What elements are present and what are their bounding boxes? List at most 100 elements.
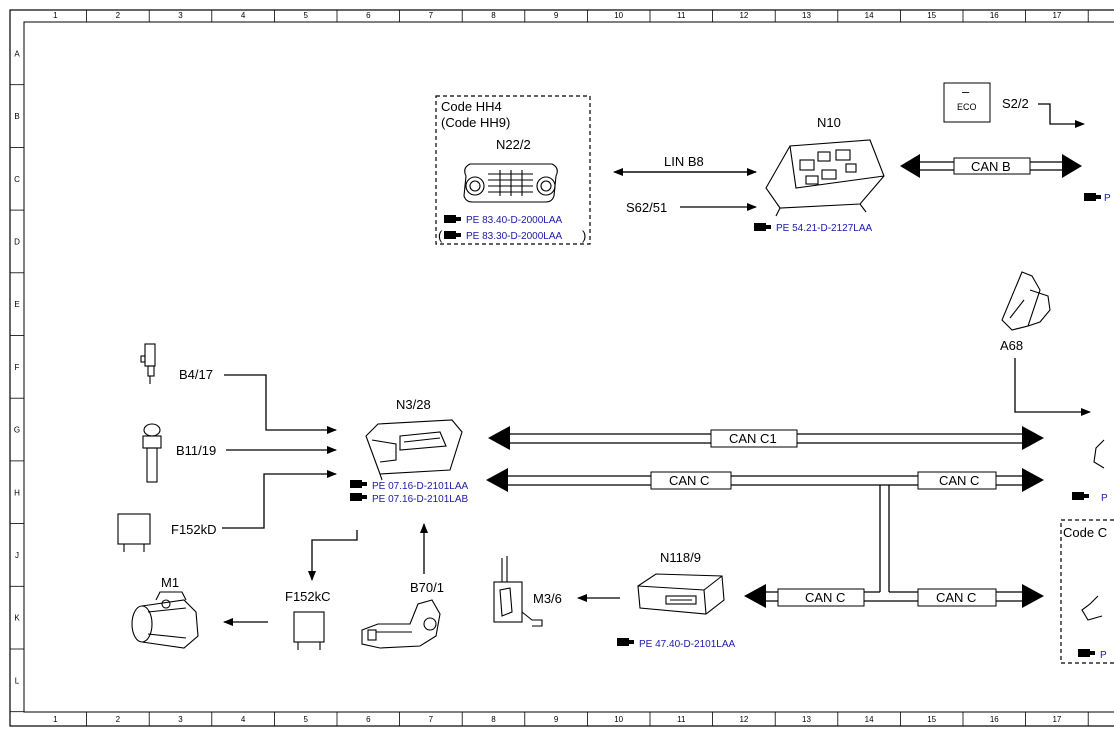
a68-label: A68 (1000, 338, 1023, 353)
column-label: 5 (303, 11, 308, 20)
column-label: 2 (116, 715, 121, 724)
row-label: K (14, 614, 20, 623)
partial-unit-icon (1093, 439, 1105, 469)
partial-module-icon (1081, 595, 1103, 621)
column-label: 9 (554, 715, 559, 724)
row-label: A (14, 49, 20, 58)
eco-label: ECO (957, 102, 977, 112)
column-label: 4 (241, 715, 246, 724)
row-label: C (14, 175, 20, 184)
a68-arrow (1014, 358, 1091, 416)
book-icon (444, 215, 461, 223)
relay-icon (293, 611, 325, 650)
ref-pe-07-16-a[interactable]: PE 07.16-D-2101LAA (372, 481, 469, 492)
n118-9-label: N118/9 (660, 550, 701, 565)
f152kd-arrow (222, 470, 337, 529)
row-label: H (14, 488, 20, 497)
ref-right-k[interactable]: P (1100, 650, 1107, 661)
can-c-bottom-label: CAN C (805, 590, 845, 605)
column-label: 15 (927, 715, 936, 724)
code-right-label: Code C (1063, 525, 1107, 540)
row-label: J (15, 551, 19, 560)
crankshaft-sensor-icon (361, 599, 441, 649)
column-label: 12 (739, 715, 748, 724)
b11-19-label: B11/19 (176, 443, 216, 458)
engine-control-unit-icon (365, 419, 463, 481)
code-hh4-label: Code HH4 (441, 99, 502, 114)
column-label: 2 (116, 11, 121, 20)
column-label: 15 (927, 11, 936, 20)
paren-close: ) (582, 228, 586, 243)
column-label: 12 (739, 11, 748, 20)
ref-right-c[interactable]: P (1104, 193, 1111, 204)
f152kd-label: F152kD (171, 522, 217, 537)
column-label: 6 (366, 715, 371, 724)
book-icon (350, 480, 367, 488)
s2-2-arrow (1038, 103, 1085, 128)
column-label: 9 (554, 11, 559, 20)
book-icon (444, 231, 461, 239)
column-label: 4 (241, 11, 246, 20)
s62-51-label: S62/51 (626, 200, 667, 215)
can-c-bottom-bus (744, 584, 1044, 608)
row-label: E (14, 300, 19, 309)
book-icon (617, 638, 634, 646)
row-label: G (14, 426, 20, 435)
book-icon (1078, 649, 1095, 657)
row-label: F (15, 363, 20, 372)
m1-label: M1 (161, 575, 179, 590)
row-label: D (14, 237, 20, 246)
b4-17-label: B4/17 (179, 367, 213, 382)
eco-switch-box (943, 82, 991, 123)
b4-17-arrow (224, 374, 337, 434)
ref-pe-83-30[interactable]: PE 83.30-D-2000LAA (466, 231, 563, 242)
column-label: 14 (865, 715, 874, 724)
book-icon (350, 493, 367, 501)
column-label: 10 (614, 11, 623, 20)
column-label: 13 (802, 715, 811, 724)
column-label: 17 (1052, 11, 1061, 20)
climate-control-panel-icon (463, 163, 558, 203)
fuel-pump-control-unit-icon (637, 573, 725, 615)
n22-2-label: N22/2 (496, 137, 531, 152)
code-hh9-label: (Code HH9) (441, 115, 510, 130)
f152kc-label: F152kC (285, 589, 331, 604)
fuel-pump-icon (493, 556, 543, 627)
can-c1-bus (488, 426, 1044, 450)
accelerator-pedal-icon (1001, 271, 1051, 331)
lin-b8-label: LIN B8 (664, 154, 704, 169)
ref-pe-07-16-b[interactable]: PE 07.16-D-2101LAB (372, 494, 469, 505)
pressure-sensor-icon (140, 343, 156, 384)
ref-pe-47-40[interactable]: PE 47.40-D-2101LAA (639, 639, 736, 650)
column-label: 11 (677, 715, 686, 724)
ref-right-h[interactable]: P (1101, 493, 1108, 504)
eco-dash: – (962, 84, 970, 99)
can-c-top-bus (486, 468, 1044, 592)
code-right-box (1060, 519, 1114, 664)
sam-control-unit-icon (765, 139, 885, 217)
book-icon (754, 223, 771, 231)
n3-28-label: N3/28 (396, 397, 431, 412)
inner-frame (23, 21, 1114, 713)
column-label: 3 (178, 11, 183, 20)
column-label: 5 (303, 715, 308, 724)
ref-pe-54-21[interactable]: PE 54.21-D-2127LAA (776, 223, 873, 234)
starter-motor-icon (131, 591, 199, 649)
column-label: 6 (366, 11, 371, 20)
n3-28-to-f152kc-arrow (308, 530, 358, 581)
column-label: 8 (491, 715, 496, 724)
column-label: 7 (429, 715, 434, 724)
code-hh4-box (435, 95, 591, 245)
column-label: 17 (1052, 715, 1061, 724)
row-label: L (15, 676, 20, 685)
b70-1-label: B70/1 (410, 580, 444, 595)
column-label: 7 (429, 11, 434, 20)
column-label: 13 (802, 11, 811, 20)
ref-pe-83-40[interactable]: PE 83.40-D-2000LAA (466, 215, 563, 226)
relay-icon (117, 513, 151, 552)
can-c-top-right-label: CAN C (939, 473, 979, 488)
